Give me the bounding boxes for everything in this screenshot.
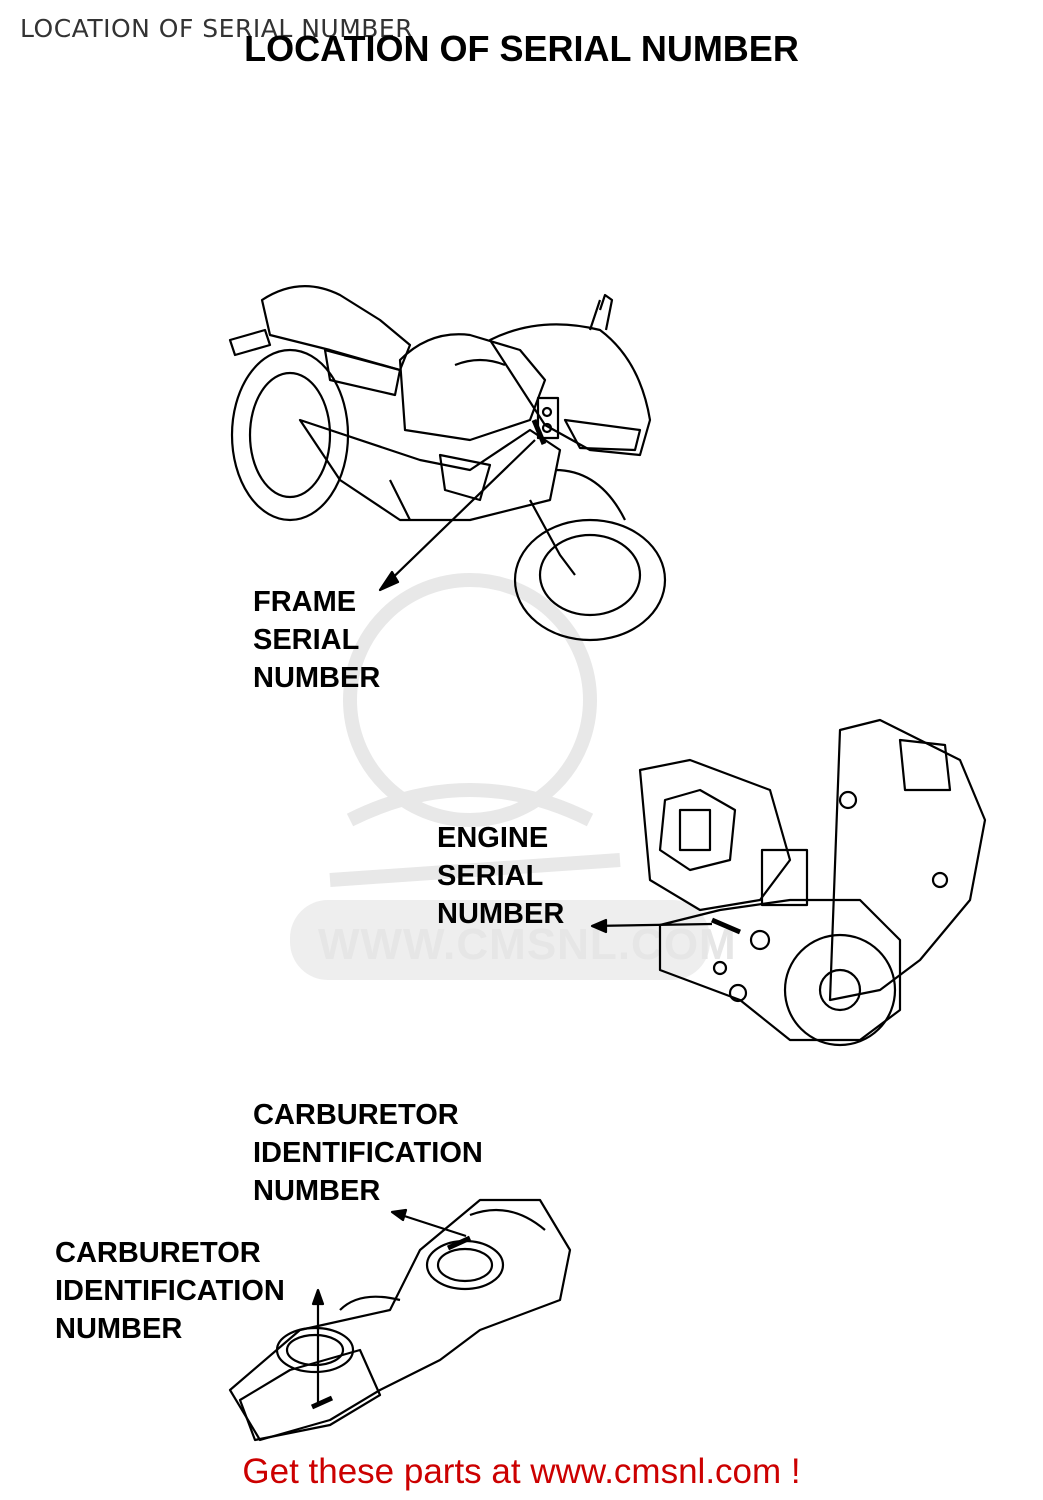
label-line: NUMBER	[437, 898, 565, 930]
label-line: NUMBER	[253, 1175, 381, 1207]
watermark-text: WWW.CMSNL.COM	[318, 920, 737, 969]
label-line: ENGINE	[437, 822, 549, 854]
engine-serial-label: ENGINE SERIAL NUMBER	[437, 819, 564, 933]
label-line: SERIAL	[437, 860, 544, 892]
label-line: NUMBER	[253, 662, 381, 694]
carburetor-id-label-lower: CARBURETOR IDENTIFICATION NUMBER	[55, 1234, 285, 1348]
frame-serial-label: FRAME SERIAL NUMBER	[253, 583, 380, 697]
footer-link[interactable]: Get these parts at www.cmsnl.com !	[242, 1452, 801, 1491]
window-title: LOCATION OF SERIAL NUMBER	[20, 14, 414, 43]
label-line: IDENTIFICATION	[55, 1275, 285, 1307]
label-line: CARBURETOR	[55, 1237, 261, 1269]
label-line: FRAME	[253, 586, 357, 618]
carburetor-id-label-upper: CARBURETOR IDENTIFICATION NUMBER	[253, 1096, 483, 1210]
page-title: LOCATION OF SERIAL NUMBER	[244, 28, 799, 69]
label-line: CARBURETOR	[253, 1099, 459, 1131]
label-line: SERIAL	[253, 624, 360, 656]
label-line: NUMBER	[55, 1313, 183, 1345]
label-line: IDENTIFICATION	[253, 1137, 483, 1169]
